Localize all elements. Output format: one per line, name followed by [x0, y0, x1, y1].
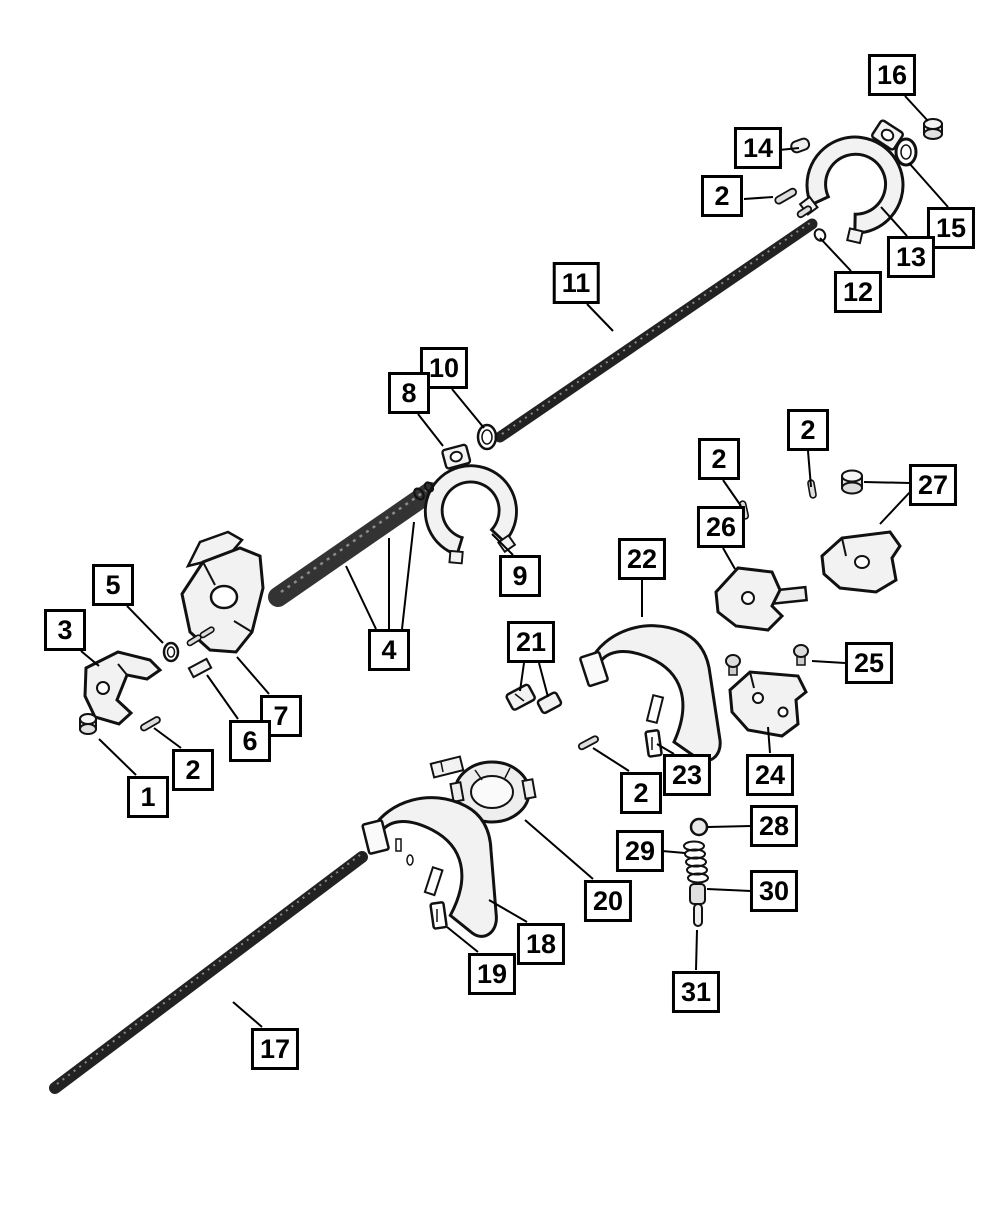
- callout-25: 25: [844, 642, 894, 684]
- pin-2-left: [140, 716, 161, 732]
- callout-10: 10: [419, 347, 469, 389]
- shift-fork-18: [353, 791, 507, 939]
- callout-9: 9: [499, 555, 541, 597]
- callout-13: 13: [886, 236, 936, 278]
- bracket-3: [83, 650, 163, 726]
- detent-spring-29: [683, 840, 709, 884]
- callout-11: 11: [552, 262, 600, 304]
- callout-3: 3: [44, 609, 86, 651]
- callout-15: 15: [926, 207, 976, 249]
- shift-rail-lower: [49, 851, 368, 1094]
- callout-19: 19: [467, 953, 517, 995]
- callout-6: 6: [229, 720, 271, 762]
- callout-2-d: 2: [172, 749, 214, 791]
- callout-5: 5: [92, 564, 134, 606]
- callout-12: 12: [833, 271, 883, 313]
- clip-14: [790, 137, 811, 154]
- callout-18: 18: [516, 923, 566, 965]
- pins-4: [413, 481, 435, 501]
- callout-28: 28: [749, 805, 799, 847]
- callout-14: 14: [733, 127, 783, 169]
- callout-24: 24: [745, 754, 795, 796]
- bushing-1: [79, 713, 97, 735]
- snap-ring-15: [894, 137, 918, 167]
- shift-rail-upper: [494, 218, 818, 443]
- detent-ball-28: [689, 817, 709, 837]
- callout-4: 4: [368, 629, 410, 671]
- bracket-26: [714, 566, 809, 632]
- callout-2-a: 2: [701, 175, 743, 217]
- clip-19: [429, 901, 448, 930]
- pins-5-7: [186, 626, 215, 647]
- callout-2-b: 2: [787, 409, 829, 451]
- shift-rail-middle: [268, 482, 440, 607]
- bushing-16: [923, 118, 943, 140]
- callout-30: 30: [749, 870, 799, 912]
- callout-1: 1: [127, 776, 169, 818]
- leader-lines: [80, 95, 949, 1028]
- callout-20: 20: [583, 880, 633, 922]
- callout-31: 31: [671, 971, 721, 1013]
- bolts-25: [725, 644, 809, 676]
- pin-2-b: [807, 479, 817, 499]
- callout-16: 16: [867, 54, 917, 96]
- callout-29: 29: [615, 830, 665, 872]
- inserts-21: [505, 683, 563, 715]
- detent-plunger-30-31: [689, 883, 706, 927]
- callout-2-e: 2: [620, 772, 662, 814]
- callout-26: 26: [696, 506, 746, 548]
- bracket-24: [728, 670, 808, 738]
- callout-2-c: 2: [698, 438, 740, 480]
- callout-17: 17: [250, 1028, 300, 1070]
- bracket-27: [820, 530, 902, 594]
- snap-ring-10: [476, 423, 498, 451]
- callout-27: 27: [908, 464, 958, 506]
- pin-2-top: [774, 187, 798, 205]
- bracket-6-7: [180, 530, 265, 679]
- callout-23: 23: [662, 754, 712, 796]
- callout-8: 8: [388, 372, 430, 414]
- pin-2-mid: [577, 735, 599, 751]
- clip-23: [644, 729, 663, 758]
- washer-5: [162, 641, 180, 663]
- shift-fork-9: [408, 434, 529, 571]
- callout-21: 21: [506, 621, 556, 663]
- cup-27: [841, 469, 863, 495]
- synchronizer-hub-20: [429, 755, 537, 824]
- callout-22: 22: [617, 538, 667, 580]
